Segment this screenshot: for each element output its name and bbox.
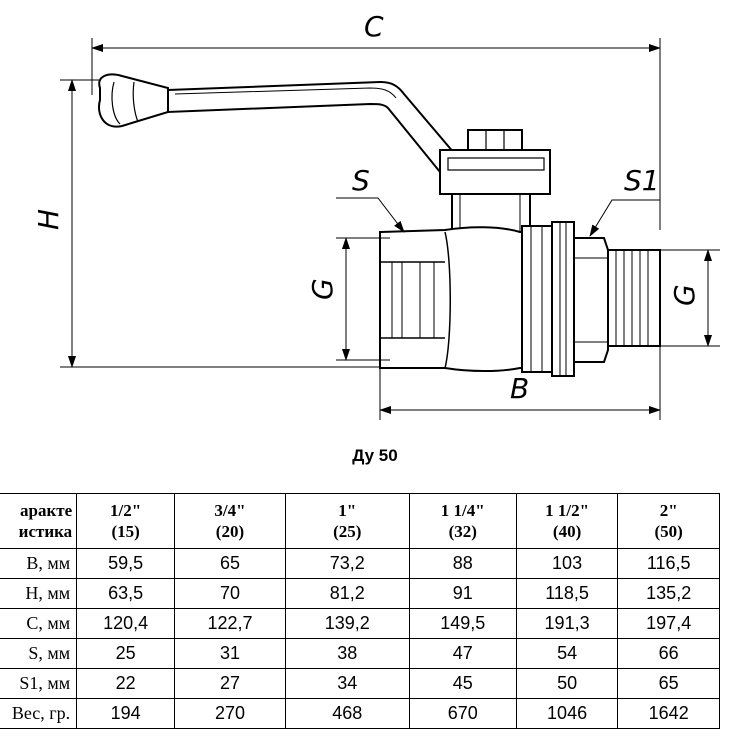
table-cell: 88 (408, 548, 517, 579)
table-cell: 22 (76, 668, 176, 699)
row-label: S, мм (0, 638, 78, 669)
dim-label-b: B (510, 372, 529, 405)
table-cell: 45 (408, 668, 517, 699)
table-cell: 670 (408, 698, 517, 729)
table-cell: 122,7 (174, 608, 286, 639)
table-cell: 59,5 (76, 548, 176, 579)
table-cell: 191,3 (515, 608, 619, 639)
table-cell: 139,2 (284, 608, 410, 639)
table-cell: 47 (408, 638, 517, 669)
table-cell: 27 (174, 668, 286, 699)
dim-label-c: C (364, 10, 384, 43)
table-cell: 66 (617, 638, 720, 669)
dim-label-s: S (352, 164, 370, 197)
header-size-col: 1/2"(15) (76, 493, 176, 549)
valve-handle (98, 73, 462, 174)
table-cell: 65 (617, 668, 720, 699)
dim-label-s1: S1 (624, 164, 660, 197)
table-cell: 1642 (617, 698, 720, 729)
table-cell: 270 (174, 698, 286, 729)
table-cell: 103 (515, 548, 619, 579)
valve-body (379, 221, 661, 377)
row-label: Вес, гр. (0, 698, 78, 729)
table-cell: 31 (174, 638, 286, 669)
header-characteristic-line-2: истика (18, 522, 73, 541)
table-cell: 91 (408, 578, 517, 609)
table-cell: 118,5 (515, 578, 619, 609)
header-size-col: 1"(25) (284, 493, 410, 549)
header-characteristic-line-1: аракте (20, 501, 73, 520)
valve-stem (439, 129, 551, 233)
table-cell: 194 (76, 698, 176, 729)
table-cell: 120,4 (76, 608, 176, 639)
dim-label-g-right: G (668, 284, 701, 306)
header-size-col: 2"(50) (617, 493, 720, 549)
dim-label-g-left: G (306, 278, 339, 300)
model-caption: Ду 50 (352, 446, 398, 465)
table-cell: 81,2 (284, 578, 410, 609)
dimension-h: H (32, 79, 380, 368)
row-label: S1, мм (0, 668, 78, 699)
header-size-col: 1 1/4"(32) (408, 493, 517, 549)
dimension-s1: S1 (589, 164, 660, 237)
table-cell: 34 (284, 668, 410, 699)
table-cell: 65 (174, 548, 286, 579)
valve-drawing-svg: C H (32, 10, 720, 420)
table-cell: 54 (515, 638, 619, 669)
header-characteristic: аракте истика (0, 493, 78, 549)
specifications-table: аракте истика 1/2"(15) 3/4"(20) 1"(25) 1… (0, 493, 720, 729)
valve-technical-drawing: C H (32, 10, 720, 420)
dimension-c: C (91, 10, 661, 230)
table-cell: 50 (515, 668, 619, 699)
table-cell: 63,5 (76, 578, 176, 609)
dimension-s: S (336, 164, 405, 233)
table-cell: 197,4 (617, 608, 720, 639)
row-label: B, мм (0, 548, 78, 579)
header-size-col: 1 1/2"(40) (515, 493, 619, 549)
table-cell: 70 (174, 578, 286, 609)
table-cell: 73,2 (284, 548, 410, 579)
row-label: C, мм (0, 608, 78, 639)
table-cell: 149,5 (408, 608, 517, 639)
table-cell: 38 (284, 638, 410, 669)
header-size-col: 3/4"(20) (174, 493, 286, 549)
dim-label-h: H (32, 209, 65, 230)
table-cell: 135,2 (617, 578, 720, 609)
dimension-g-left: G (306, 237, 390, 361)
table-cell: 1046 (515, 698, 619, 729)
table-cell: 25 (76, 638, 176, 669)
table-header-row: аракте истика 1/2"(15) 3/4"(20) 1"(25) 1… (0, 493, 720, 549)
dimension-b: B (379, 346, 661, 420)
table-cell: 116,5 (617, 548, 720, 579)
table-cell: 468 (284, 698, 410, 729)
dimension-g-right: G (660, 249, 720, 347)
row-label: H, мм (0, 578, 78, 609)
